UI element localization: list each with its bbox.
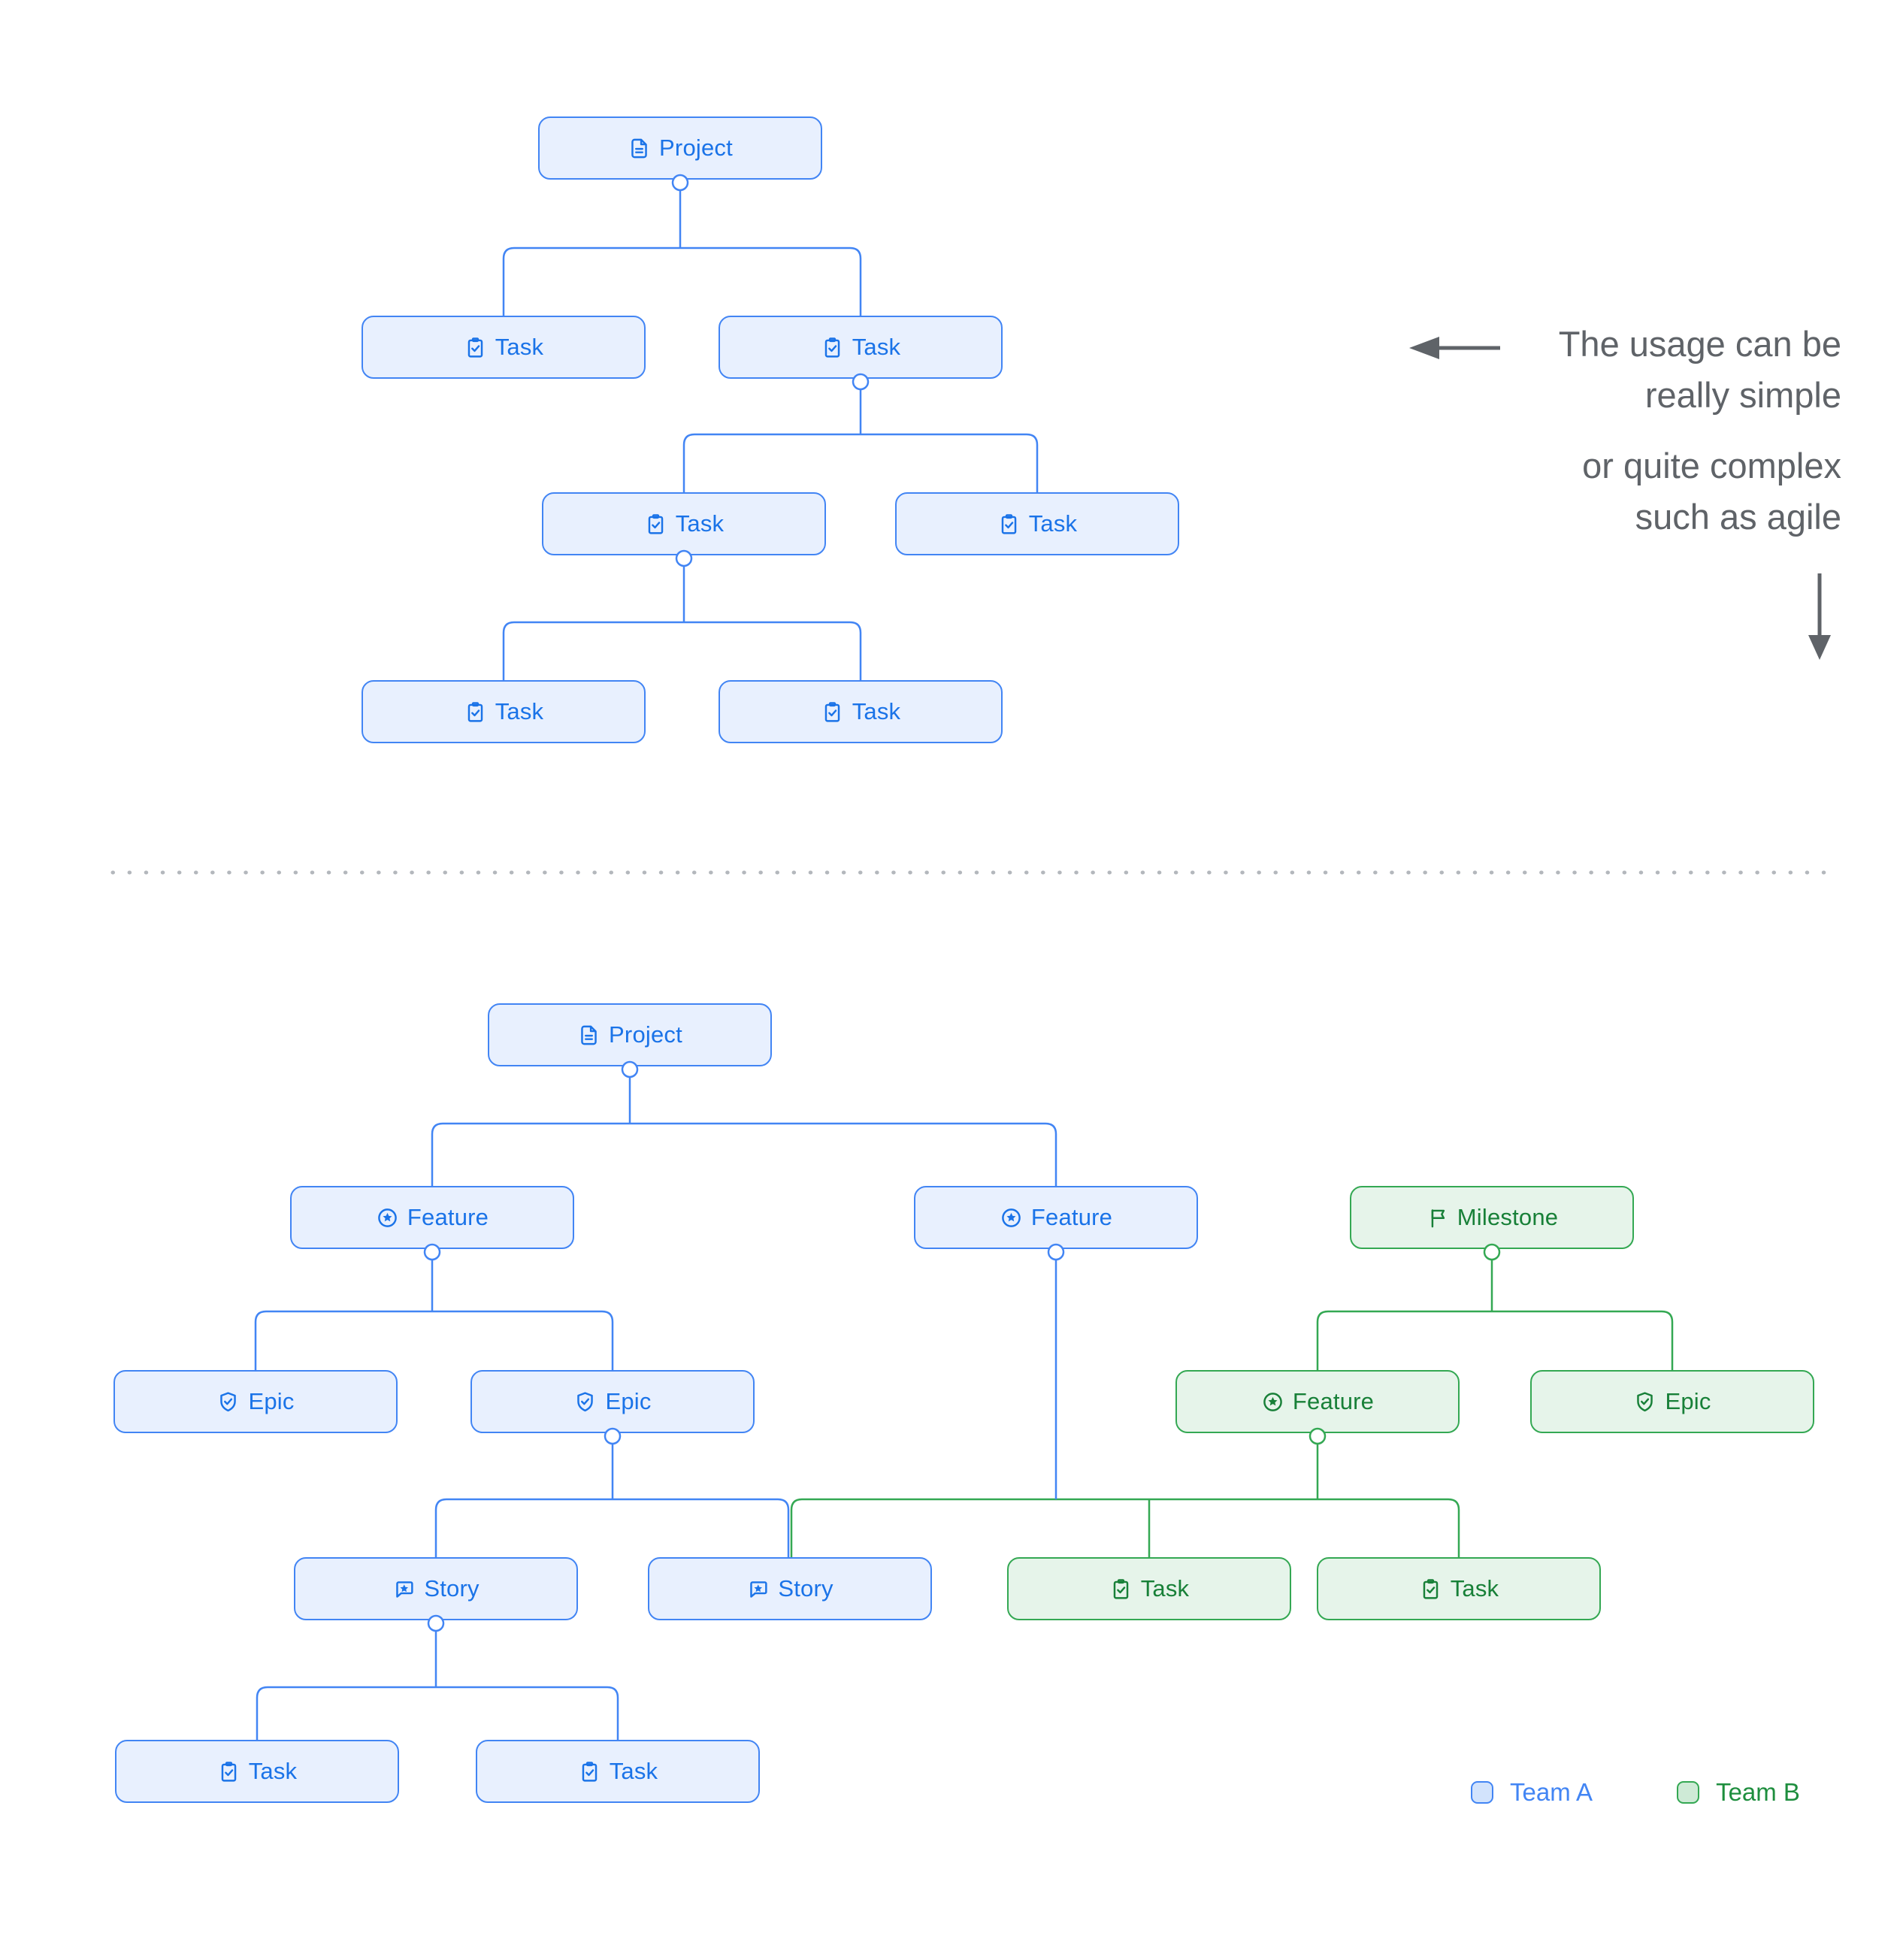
annotation-line: such as agile	[1635, 497, 1841, 537]
task-icon	[824, 337, 840, 358]
task-icon	[467, 701, 483, 722]
epic-icon	[577, 1391, 594, 1411]
node-label: Task	[609, 1758, 658, 1784]
connector-line	[256, 1686, 619, 1740]
milestone-icon	[1431, 1208, 1445, 1227]
document-icon	[631, 138, 647, 158]
node-task: Task	[362, 680, 646, 743]
story-icon	[750, 1580, 767, 1598]
node-story: Story	[648, 1557, 932, 1620]
node-label: Milestone	[1457, 1204, 1559, 1230]
node-project: Project	[538, 116, 822, 180]
node-label: Epic	[248, 1388, 295, 1414]
node-feature: Feature	[914, 1186, 1198, 1249]
task-icon	[824, 701, 840, 722]
feature-icon	[1263, 1392, 1282, 1411]
node-label: Epic	[1665, 1388, 1711, 1414]
team-b-swatch-icon	[1677, 1781, 1700, 1804]
legend-item-team-a: Team A	[1471, 1778, 1593, 1807]
document-icon	[581, 1025, 597, 1045]
node-label: Task	[852, 698, 901, 724]
annotation-text: The usage can be really simple or quite …	[1559, 319, 1841, 543]
annotation-paragraph-complex: or quite complex such as agile	[1559, 440, 1841, 543]
task-icon	[1423, 1578, 1438, 1599]
legend-label: Team B	[1716, 1778, 1800, 1806]
annotation-line: The usage can be	[1558, 324, 1841, 364]
node-label: Feature	[1292, 1388, 1375, 1414]
connector-line	[682, 433, 1039, 492]
down-arrow-icon	[1808, 635, 1831, 660]
node-epic: Epic	[470, 1370, 755, 1433]
node-task: Task	[115, 1740, 399, 1803]
node-label: Story	[778, 1575, 834, 1602]
node-task: Task	[895, 492, 1179, 555]
connector-line	[502, 247, 862, 316]
legend: Team A Team B	[1471, 1778, 1800, 1807]
feature-icon	[378, 1208, 397, 1227]
task-icon	[221, 1761, 236, 1782]
node-label: Task	[1028, 510, 1078, 537]
node-label: Feature	[1030, 1204, 1113, 1230]
task-icon	[648, 513, 663, 534]
node-task: Task	[719, 316, 1003, 379]
team-a-swatch-icon	[1471, 1781, 1493, 1804]
node-label: Feature	[407, 1204, 489, 1230]
annotation-line: really simple	[1644, 375, 1841, 415]
node-label: Story	[424, 1575, 480, 1602]
node-label: Project	[609, 1021, 682, 1048]
node-epic: Epic	[113, 1370, 398, 1433]
epic-icon	[220, 1391, 237, 1411]
node-feature: Feature	[290, 1186, 574, 1249]
node-task: Task	[1007, 1557, 1291, 1620]
left-arrow-icon	[1409, 337, 1439, 359]
node-milestone: Milestone	[1350, 1186, 1634, 1249]
annotation-paragraph-simple: The usage can be really simple	[1559, 319, 1841, 421]
node-task: Task	[719, 680, 1003, 743]
node-label: Task	[495, 334, 544, 360]
node-feature: Feature	[1175, 1370, 1460, 1433]
connector-line	[502, 621, 862, 680]
task-icon	[582, 1761, 597, 1782]
node-label: Task	[248, 1758, 298, 1784]
task-icon	[1001, 513, 1016, 534]
connector-line	[1316, 1310, 1674, 1370]
node-epic: Epic	[1530, 1370, 1814, 1433]
node-task: Task	[1317, 1557, 1601, 1620]
node-label: Task	[495, 698, 544, 724]
connector-line	[434, 1498, 790, 1557]
node-task: Task	[362, 316, 646, 379]
task-icon	[1113, 1578, 1128, 1599]
node-label: Task	[1450, 1575, 1499, 1602]
legend-item-team-b: Team B	[1677, 1778, 1800, 1807]
node-label: Task	[1140, 1575, 1190, 1602]
connector-line	[790, 1498, 1460, 1557]
node-story: Story	[294, 1557, 578, 1620]
legend-label: Team A	[1510, 1778, 1593, 1806]
node-task: Task	[476, 1740, 760, 1803]
annotation-line: or quite complex	[1582, 446, 1841, 485]
node-project: Project	[488, 1003, 772, 1066]
node-label: Project	[659, 135, 733, 161]
story-icon	[396, 1580, 413, 1598]
node-label: Task	[852, 334, 901, 360]
feature-icon	[1002, 1208, 1021, 1227]
node-task: Task	[542, 492, 826, 555]
task-icon	[467, 337, 483, 358]
node-label: Task	[675, 510, 725, 537]
epic-icon	[1637, 1391, 1653, 1411]
connector-line	[431, 1122, 1057, 1186]
connector-line	[254, 1310, 614, 1370]
node-label: Epic	[605, 1388, 652, 1414]
